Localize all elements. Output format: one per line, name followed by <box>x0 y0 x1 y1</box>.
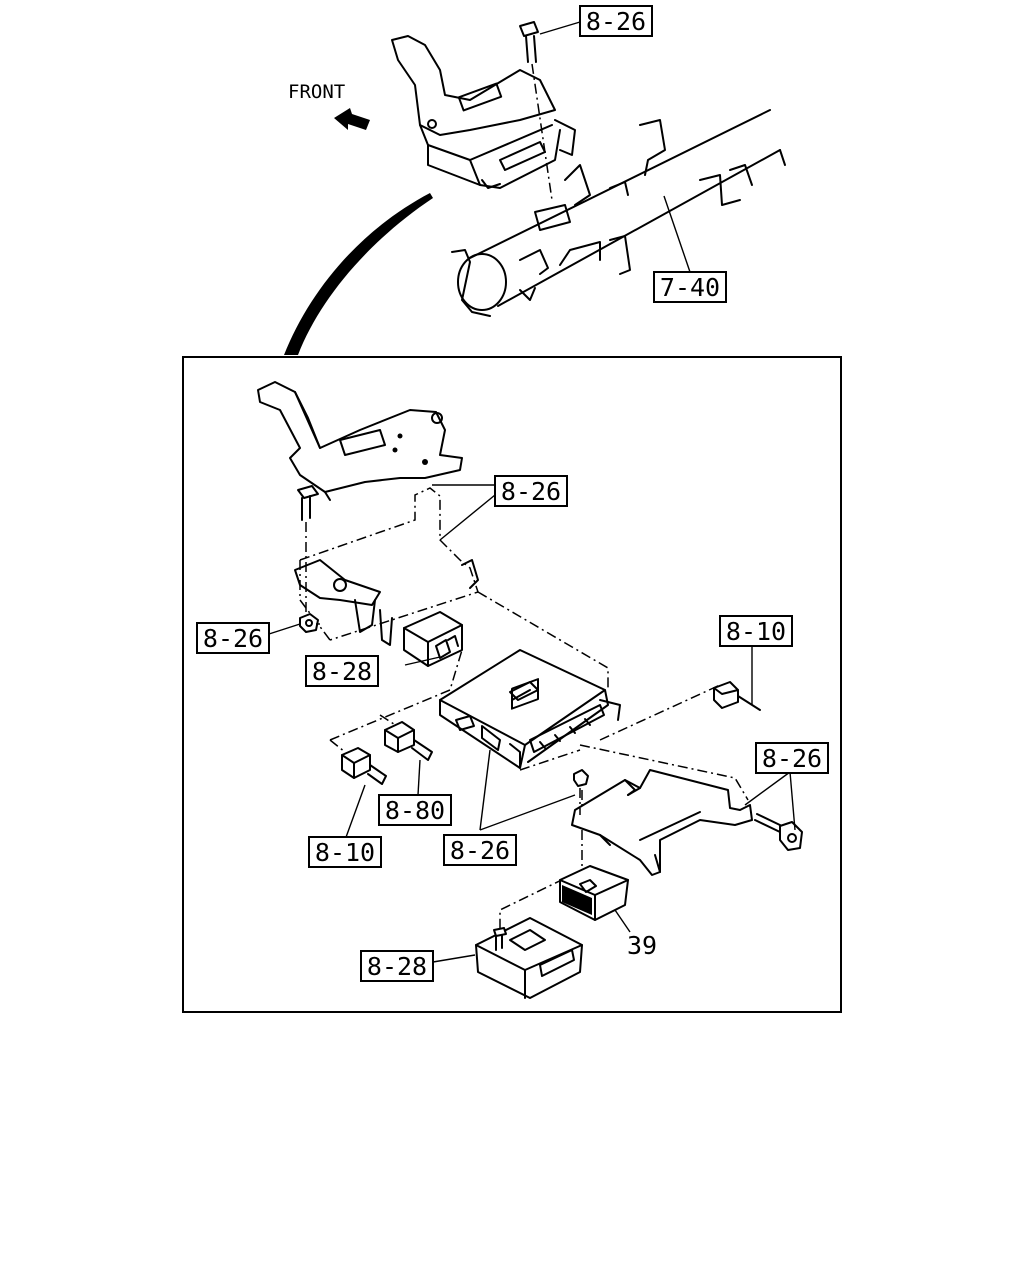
svg-text:8-26: 8-26 <box>586 7 646 36</box>
module-bottom <box>475 917 583 999</box>
svg-text:8-80: 8-80 <box>385 796 445 825</box>
callout-nut-left: 8-26 <box>196 622 301 654</box>
leader-cross-member <box>663 195 691 273</box>
callout-connector-right: 8-10 <box>719 615 793 647</box>
callout-control-unit: 8-26 <box>443 834 517 866</box>
svg-text:FRONT: FRONT <box>288 81 345 103</box>
svg-text:8-28: 8-28 <box>367 952 427 981</box>
detail-pointer-arrow <box>284 193 433 355</box>
callout-relay: 39 <box>627 931 657 960</box>
callout-module-bottom: 8-28 <box>360 950 434 982</box>
callout-bolt-right: 8-26 <box>755 742 829 774</box>
relay-39 <box>559 865 631 933</box>
cross-member-beam <box>451 109 786 317</box>
svg-text:39: 39 <box>627 931 657 960</box>
overview-bolt <box>519 21 581 201</box>
mounting-bracket <box>257 381 463 501</box>
overview-assembly <box>334 21 786 317</box>
callout-connector-left: 8-10 <box>308 836 382 868</box>
svg-text:8-26: 8-26 <box>450 836 510 865</box>
callout-connector-mid: 8-80 <box>378 794 452 826</box>
svg-text:8-26: 8-26 <box>501 477 561 506</box>
nut <box>299 613 319 633</box>
lower-plate-outline <box>294 487 479 646</box>
callout-top-bracket: 8-26 <box>579 5 653 37</box>
callout-detail-bracket: 8-26 <box>494 475 568 507</box>
front-arrow-icon <box>334 108 370 130</box>
svg-text:8-28: 8-28 <box>312 657 372 686</box>
connector-mid <box>384 721 433 796</box>
leader-lines <box>316 484 796 963</box>
wiring-lines <box>329 591 749 935</box>
detail-frame <box>182 356 842 1013</box>
svg-text:8-26: 8-26 <box>203 624 263 653</box>
detail-assembly <box>257 381 803 999</box>
module-upper <box>403 611 463 667</box>
connector-right <box>713 645 761 711</box>
svg-text:8-26: 8-26 <box>762 744 822 773</box>
label-front: FRONT <box>288 81 345 103</box>
lower-bracket <box>571 769 753 876</box>
control-unit <box>439 649 621 769</box>
right-bolt <box>754 813 803 851</box>
bracket-screw <box>297 485 319 615</box>
callout-module-left: 8-28 <box>305 655 379 687</box>
small-nut <box>573 769 589 815</box>
callout-cross-member: 7-40 <box>653 271 727 303</box>
svg-text:8-10: 8-10 <box>726 617 786 646</box>
svg-text:8-10: 8-10 <box>315 838 375 867</box>
connector-left <box>341 747 387 841</box>
svg-text:7-40: 7-40 <box>660 273 720 302</box>
